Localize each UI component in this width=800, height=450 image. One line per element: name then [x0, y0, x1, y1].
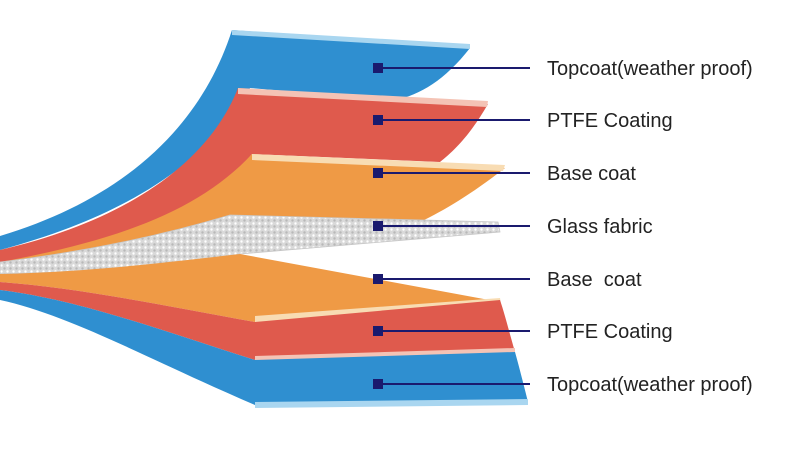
layer-top-basecoat: [0, 154, 505, 268]
layer-bottom-topcoat: [0, 290, 528, 405]
leader-marker-5: [373, 274, 383, 284]
layer-bottom-topcoat-edge: [255, 399, 528, 408]
layer-label-basecoat-top: Base coat: [547, 163, 636, 185]
leader-marker-4: [373, 221, 383, 231]
leader-marker-3: [373, 168, 383, 178]
layer-top-basecoat-edge: [252, 154, 505, 171]
leader-marker-2: [373, 115, 383, 125]
layer-top-topcoat-edge: [232, 30, 470, 49]
layer-label-basecoat-bottom: Base coat: [547, 269, 642, 291]
layer-label-ptfe-top: PTFE Coating: [547, 110, 673, 132]
leader-marker-1: [373, 63, 383, 73]
leader-markers: [373, 63, 383, 389]
leader-marker-7: [373, 379, 383, 389]
layer-label-topcoat-bottom: Topcoat(weather proof): [547, 374, 753, 396]
layer-top-ptfe-edge: [238, 88, 488, 107]
leader-lines: [378, 67, 530, 385]
layer-bottom-ptfe: [0, 282, 515, 360]
layer-label-glass-fabric: Glass fabric: [547, 216, 653, 238]
layer-bottom-basecoat: [0, 254, 500, 322]
layer-top-ptfe: [0, 88, 488, 262]
layer-label-topcoat-top: Topcoat(weather proof): [547, 58, 753, 80]
layer-top-topcoat: [0, 30, 470, 250]
layer-label-ptfe-bottom: PTFE Coating: [547, 321, 673, 343]
leader-marker-6: [373, 326, 383, 336]
